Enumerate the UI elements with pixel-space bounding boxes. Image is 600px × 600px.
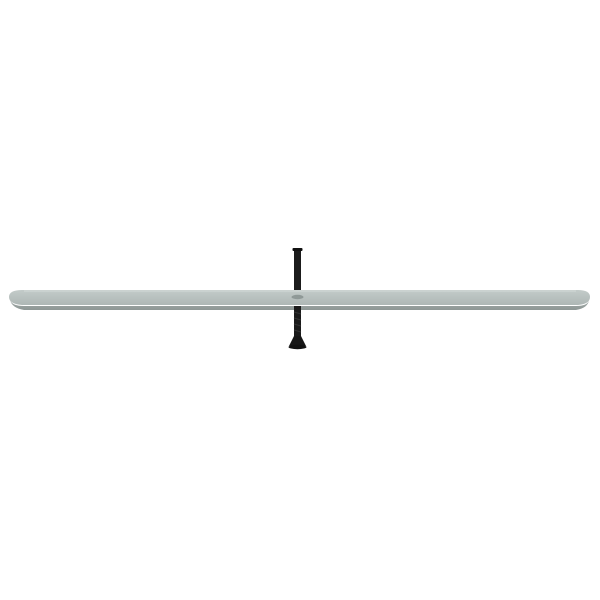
screw-lower (288, 306, 307, 350)
shelf-board (9, 290, 590, 310)
screw-upper (292, 248, 303, 296)
